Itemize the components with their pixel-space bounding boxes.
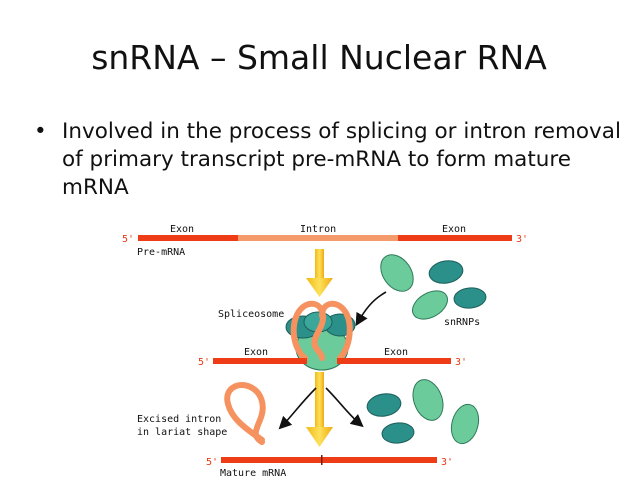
exon-label-left: Exon xyxy=(170,224,194,235)
released-snrnps xyxy=(366,379,480,445)
release-arrow-right xyxy=(325,387,364,428)
spliceosome-label: Spliceosome xyxy=(218,309,284,320)
three-prime-mid: 3' xyxy=(455,357,467,368)
three-prime-bottom: 3' xyxy=(441,457,453,468)
pre-mrna-label: Pre-mRNA xyxy=(137,247,185,258)
exon-label-mid-right: Exon xyxy=(384,347,408,358)
excised-label-line1: Excised intron xyxy=(137,414,221,425)
mature-mrna-label: Mature mRNA xyxy=(220,468,286,478)
spliceosome-complex xyxy=(285,300,356,371)
five-prime-top: 5' xyxy=(122,234,134,245)
pre-mrna-intron xyxy=(238,235,398,241)
three-prime-top: 3' xyxy=(516,234,528,245)
assembly-arrow xyxy=(355,291,387,327)
intron-label: Intron xyxy=(300,224,336,235)
mid-exon-left xyxy=(213,358,307,364)
bullet-text: Involved in the process of splicing or i… xyxy=(62,119,621,200)
excised-lariat xyxy=(224,382,266,445)
mature-mrna-bar xyxy=(221,457,437,463)
five-prime-bottom: 5' xyxy=(206,457,218,468)
five-prime-mid: 5' xyxy=(198,357,210,368)
snrnps-cluster xyxy=(380,254,487,320)
pre-mrna-exon-right xyxy=(398,235,512,241)
down-arrow-2 xyxy=(306,372,333,447)
down-arrow-1 xyxy=(306,249,333,297)
pre-mrna-exon-left xyxy=(138,235,238,241)
snrnps-label: snRNPs xyxy=(444,317,480,328)
exon-label-right: Exon xyxy=(442,224,466,235)
slide-title: snRNA – Small Nuclear RNA xyxy=(91,38,547,77)
release-arrow-left xyxy=(278,387,317,430)
bullet-marker: • xyxy=(34,119,47,144)
mid-exon-right xyxy=(337,358,451,364)
bullet-point: • Involved in the process of splicing or… xyxy=(34,118,624,202)
exon-label-mid-left: Exon xyxy=(244,347,268,358)
excised-label-line2: in lariat shape xyxy=(137,427,227,438)
exon-junction xyxy=(321,455,323,465)
